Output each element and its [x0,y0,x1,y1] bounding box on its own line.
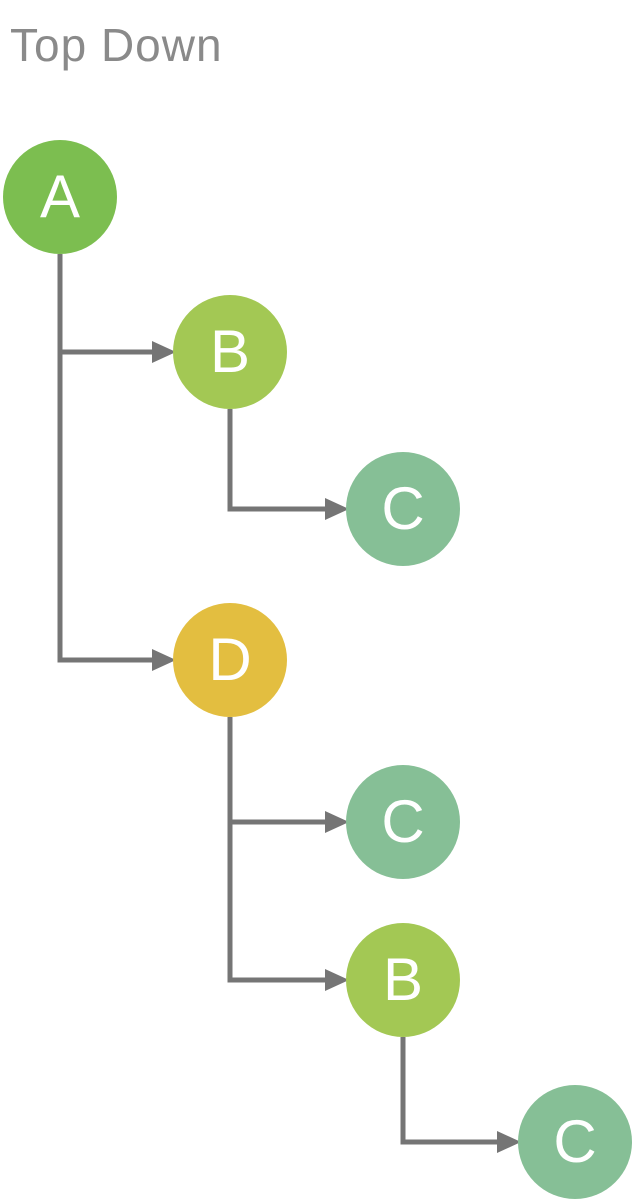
node-A: A [3,140,117,254]
edge-B2-C3 [400,1037,499,1145]
node-label: D [208,626,252,693]
edge-D-B2 [227,717,327,983]
node-D: D [173,603,287,717]
node-C3: C [518,1085,632,1199]
node-B2: B [346,923,460,1037]
node-label: C [381,475,425,542]
arrowhead-icon [497,1131,521,1153]
node-label: A [39,163,81,230]
edge-A-B1 [57,254,154,355]
arrowhead-icon [152,649,176,671]
node-B1: B [173,295,287,409]
arrowhead-icon [325,969,349,991]
node-label: B [209,318,251,385]
node-label: B [382,946,424,1013]
node-label: C [381,788,425,855]
arrowhead-icon [325,811,349,833]
arrowhead-icon [152,341,176,363]
edge-D-C2 [227,717,327,825]
arrowhead-icon [325,498,349,520]
edge-B1-C1 [227,409,327,512]
node-label: C [553,1108,597,1175]
edge-A-D [57,254,154,663]
node-C1: C [346,452,460,566]
node-C2: C [346,765,460,879]
page-title: Top Down [10,19,223,71]
